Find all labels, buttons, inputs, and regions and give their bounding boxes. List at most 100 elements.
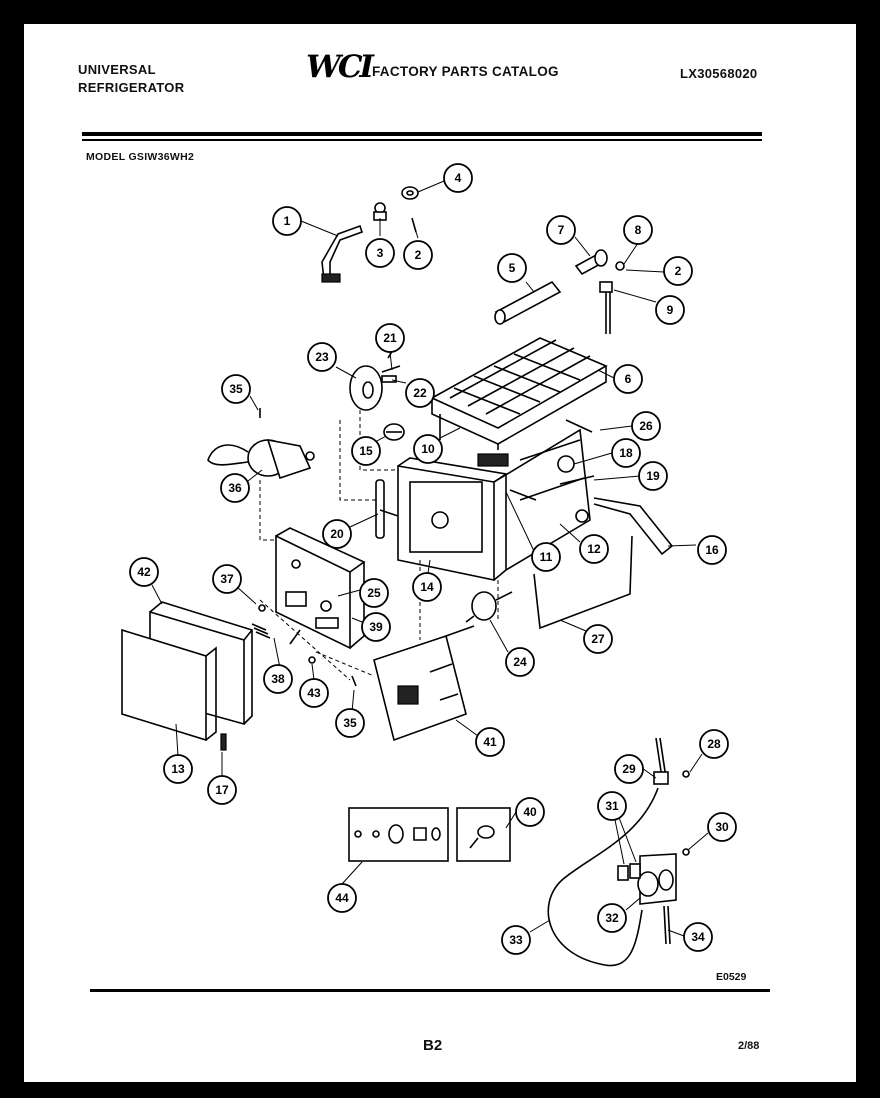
svg-text:30: 30 [715, 820, 729, 834]
callout-37: 37 [212, 564, 242, 594]
callout-38: 38 [263, 664, 293, 694]
svg-text:31: 31 [605, 799, 619, 813]
svg-text:36: 36 [228, 481, 242, 495]
part-39-panel-drawing [275, 527, 366, 650]
wci-logo: WCI [306, 49, 374, 85]
callout-9: 9 [655, 295, 685, 325]
callout-33: 33 [501, 925, 531, 955]
callout-16: 16 [697, 535, 727, 565]
svg-text:15: 15 [359, 444, 373, 458]
kit-40-box-drawing [456, 807, 511, 862]
svg-text:5: 5 [509, 261, 516, 275]
catalog-number: LX30568020 [680, 66, 758, 81]
part-41-board-drawing [373, 625, 475, 742]
callout-8: 8 [623, 215, 653, 245]
part-23-gear-drawing [349, 341, 401, 411]
svg-text:4: 4 [455, 171, 462, 185]
callout-30: 30 [707, 812, 737, 842]
svg-text:8: 8 [635, 223, 642, 237]
svg-text:10: 10 [421, 442, 435, 456]
part-1-arm-drawing [321, 224, 364, 283]
page-number: B2 [423, 1037, 443, 1054]
svg-text:11: 11 [540, 550, 553, 564]
callout-18: 18 [611, 438, 641, 468]
svg-text:2: 2 [415, 248, 422, 262]
callout-41: 41 [475, 727, 505, 757]
callout-3: 3 [365, 238, 395, 268]
callout-7: 7 [546, 215, 576, 245]
kit-44-box-drawing [348, 807, 449, 862]
part-20-shaft-drawing [375, 479, 399, 539]
page-date: 2/88 [738, 1040, 760, 1052]
callout-44: 44 [327, 883, 357, 913]
brand-name-line2: REFRIGERATOR [78, 80, 185, 95]
svg-text:19: 19 [646, 469, 660, 483]
callout-24: 24 [505, 647, 535, 677]
svg-text:35: 35 [229, 382, 243, 396]
callout-28: 28 [699, 729, 729, 759]
svg-text:3: 3 [377, 246, 384, 260]
callout-13: 13 [163, 754, 193, 784]
svg-text:22: 22 [413, 386, 427, 400]
svg-text:9: 9 [667, 303, 674, 317]
svg-text:39: 39 [369, 620, 383, 634]
callout-34: 34 [683, 922, 713, 952]
svg-text:42: 42 [137, 565, 151, 579]
svg-text:16: 16 [705, 543, 719, 557]
callout-11: 11 [531, 542, 561, 572]
part-6-ice-mold-drawing [430, 337, 608, 450]
assembly-dashed-lines [259, 410, 499, 681]
svg-text:38: 38 [271, 672, 285, 686]
callout-21: 21 [375, 323, 405, 353]
callout-17: 17 [207, 775, 237, 805]
callout-23: 23 [307, 342, 337, 372]
svg-text:7: 7 [558, 223, 565, 237]
callout-25: 25 [359, 578, 389, 608]
part-18-19-lever-drawing [509, 419, 595, 523]
callout-42: 42 [129, 557, 159, 587]
callout-15: 15 [351, 436, 381, 466]
callout-14: 14 [412, 572, 442, 602]
svg-text:34: 34 [691, 930, 705, 944]
svg-text:13: 13 [171, 762, 185, 776]
svg-text:37: 37 [220, 572, 234, 586]
catalog-title: FACTORY PARTS CATALOG [372, 64, 559, 79]
svg-text:29: 29 [622, 762, 636, 776]
svg-text:25: 25 [367, 586, 381, 600]
callout-29: 29 [614, 754, 644, 784]
svg-text:27: 27 [591, 632, 605, 646]
part-5-tube-drawing [494, 280, 562, 325]
callout-35: 35 [221, 374, 251, 404]
small-hardware-drawing [220, 604, 357, 751]
callout-43: 43 [299, 678, 329, 708]
callout-27: 27 [583, 624, 613, 654]
svg-text:21: 21 [383, 331, 397, 345]
svg-text:26: 26 [639, 419, 653, 433]
svg-text:14: 14 [420, 580, 434, 594]
svg-text:44: 44 [335, 891, 349, 905]
callout-31: 31 [597, 791, 627, 821]
svg-text:41: 41 [483, 735, 497, 749]
callouts: 1 2 3 4 5 6 7 8 2 9 21 23 22 35 10 26 15… [129, 163, 737, 955]
svg-text:28: 28 [707, 737, 721, 751]
figure-code: E0529 [716, 971, 747, 983]
svg-text:33: 33 [509, 933, 523, 947]
svg-text:35: 35 [343, 716, 357, 730]
callout-4: 4 [443, 163, 473, 193]
callout-35b: 35 [335, 708, 365, 738]
callout-40: 40 [515, 797, 545, 827]
callout-39: 39 [361, 612, 391, 642]
part-42-13-cover-drawing [121, 601, 254, 742]
svg-text:17: 17 [215, 783, 229, 797]
callout-1: 1 [272, 206, 302, 236]
part-4-washer-drawing [401, 186, 419, 200]
callout-26: 26 [631, 411, 661, 441]
callout-12: 12 [579, 534, 609, 564]
part-24-drawing [465, 591, 513, 623]
callout-2b: 2 [663, 256, 693, 286]
part-15-drawing [383, 423, 405, 441]
header-rule-thin [82, 139, 762, 141]
header-rule-thick [82, 132, 762, 136]
part-7-fill-cup-drawing [574, 249, 625, 334]
